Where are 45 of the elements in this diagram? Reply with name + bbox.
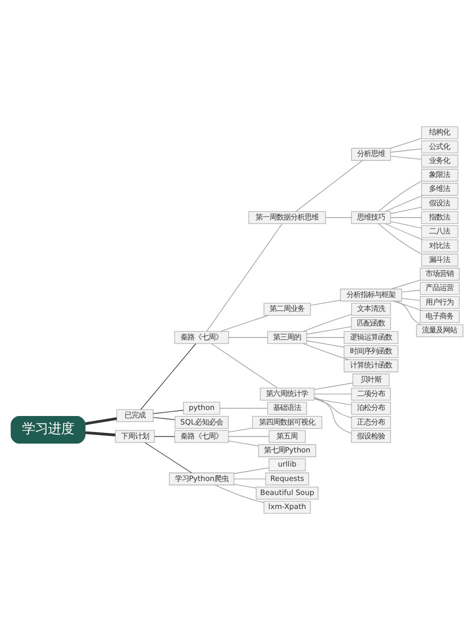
connector: [314, 396, 352, 434]
connector: [390, 206, 422, 214]
connector: [144, 442, 192, 473]
connector: [306, 336, 344, 338]
connector: [390, 216, 422, 218]
connector: [306, 326, 352, 334]
connector: [220, 314, 269, 332]
connector: [314, 393, 352, 394]
connector: [390, 220, 422, 228]
connector: [234, 466, 270, 474]
connector: [390, 148, 422, 152]
connector: [378, 180, 422, 212]
connector: [295, 160, 363, 212]
connector: [391, 279, 421, 289]
connector: [390, 138, 422, 148]
connector: [228, 427, 253, 432]
connector: [402, 289, 420, 292]
connector: [85, 430, 116, 436]
connector: [392, 300, 422, 310]
connector: [228, 440, 259, 446]
connector: [310, 299, 341, 306]
connector: [402, 298, 420, 300]
connector: [234, 478, 266, 479]
connector: [152, 416, 176, 420]
connector: [214, 484, 264, 502]
connector: [314, 398, 352, 405]
connector: [396, 300, 422, 325]
node-box: 学习进度: [10, 415, 86, 444]
connector: [325, 216, 352, 218]
connector: [140, 342, 196, 410]
connector: [234, 483, 256, 488]
connector: [85, 416, 117, 425]
connector: [303, 314, 352, 332]
connector: [306, 340, 344, 347]
connector: [303, 342, 350, 360]
connector: [314, 398, 352, 418]
connector: [211, 342, 278, 388]
connector: [385, 194, 424, 212]
connector: [378, 222, 422, 254]
connector: [228, 336, 268, 338]
connector: [390, 155, 422, 160]
connector: [314, 382, 353, 390]
connector: [385, 222, 424, 240]
connector: [152, 409, 184, 414]
connector: [206, 223, 282, 332]
